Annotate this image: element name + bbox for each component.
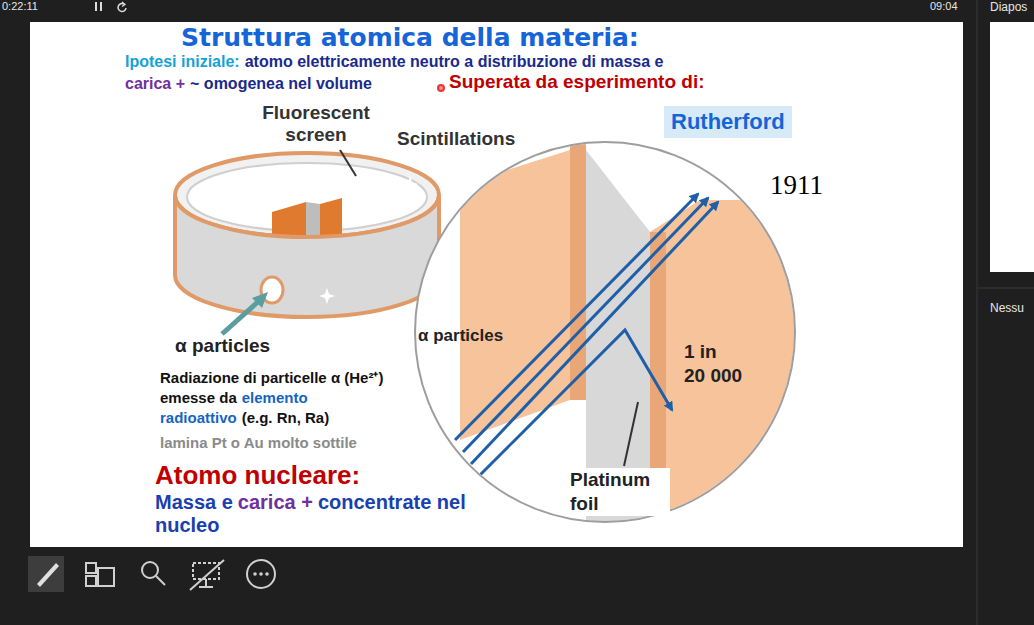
plate-edge [570, 140, 586, 400]
hypothesis-line: carica + ~ omogenea nel volume [125, 74, 377, 94]
panel-note: Nessu [990, 301, 1024, 315]
zoom-circle-border [415, 142, 795, 522]
alpha-arrowhead [252, 292, 268, 308]
panel-divider [977, 288, 1034, 289]
conclusion-heading: Atomo nucleare: [155, 460, 360, 491]
part-label: Platinum foil [570, 468, 670, 516]
hypothesis-line: Ipotesi iniziale: atomo elettricamente ne… [125, 52, 668, 72]
name-box: Rutherford [664, 106, 792, 138]
superseded-note: Superata da esperimento di: [449, 71, 705, 93]
panel-title: Diapos [990, 0, 1027, 14]
ratio-label: 1 in [684, 340, 717, 364]
hypothesis-text: atomo elettricamente neutro a distribuzi… [245, 53, 664, 70]
part-label: α particles [175, 335, 270, 357]
pointer-dot [439, 86, 443, 90]
panel-divider [977, 0, 978, 625]
leader-line [340, 150, 356, 176]
charge-text: carica + [125, 75, 185, 92]
toolbar-button [28, 556, 64, 592]
scintillation-sparks [319, 176, 418, 304]
year-label: 1911 [770, 170, 823, 201]
leader-line [624, 402, 638, 466]
hypothesis-text: ~ omogenea nel volume [190, 75, 372, 92]
ratio-label: 20 000 [684, 364, 742, 388]
node-text: Rutherford [671, 109, 785, 135]
slide-thumbnail [990, 22, 1034, 272]
conclusion: Massa ecarica +concentrate nel nucleo [155, 491, 500, 537]
part-label: α particles [418, 326, 503, 346]
hypothesis-heading: Ipotesi iniziale: [125, 53, 240, 70]
clock: 09:04 [930, 0, 958, 12]
note-text: lamina Pt o Au molto sottile [160, 434, 357, 451]
ellipsis-dots [253, 572, 269, 576]
conclusion-text: Massa e [155, 491, 233, 513]
alpha-arrow [222, 300, 260, 334]
timer: 0:22:11 [2, 0, 38, 12]
slide [30, 22, 963, 547]
pointer-dot [437, 84, 445, 92]
ring-band [175, 195, 439, 317]
part-label: Scintillations [397, 128, 515, 150]
conclusion-text: carica + [238, 491, 313, 513]
note-text: (e.g. Rn, Ra) [242, 409, 330, 426]
radiation-note: Radiazione di particelle α (He²⁺) emesse… [160, 368, 412, 428]
slide-title: Struttura atomica della materia: [181, 23, 639, 52]
pen-icon [37, 563, 59, 587]
toolbar-icons [86, 560, 275, 590]
pause-icon [95, 2, 102, 11]
refresh-arrow [122, 2, 125, 7]
part-label: Fluorescent screen [250, 102, 382, 146]
